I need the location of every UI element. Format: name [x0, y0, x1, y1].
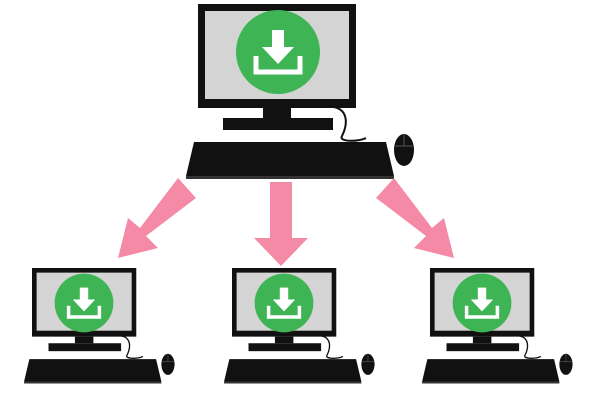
client-computer-left [23, 267, 176, 385]
arrow-to-center-client [254, 182, 308, 266]
arrow-to-left-client [118, 178, 196, 258]
download-icon [252, 271, 316, 335]
client-computer-center [223, 267, 376, 385]
central-computer [185, 3, 415, 180]
download-icon [52, 271, 116, 335]
client-computer-right [421, 267, 574, 385]
download-icon [236, 10, 320, 94]
arrow-to-right-client [376, 178, 454, 258]
download-icon [450, 271, 514, 335]
